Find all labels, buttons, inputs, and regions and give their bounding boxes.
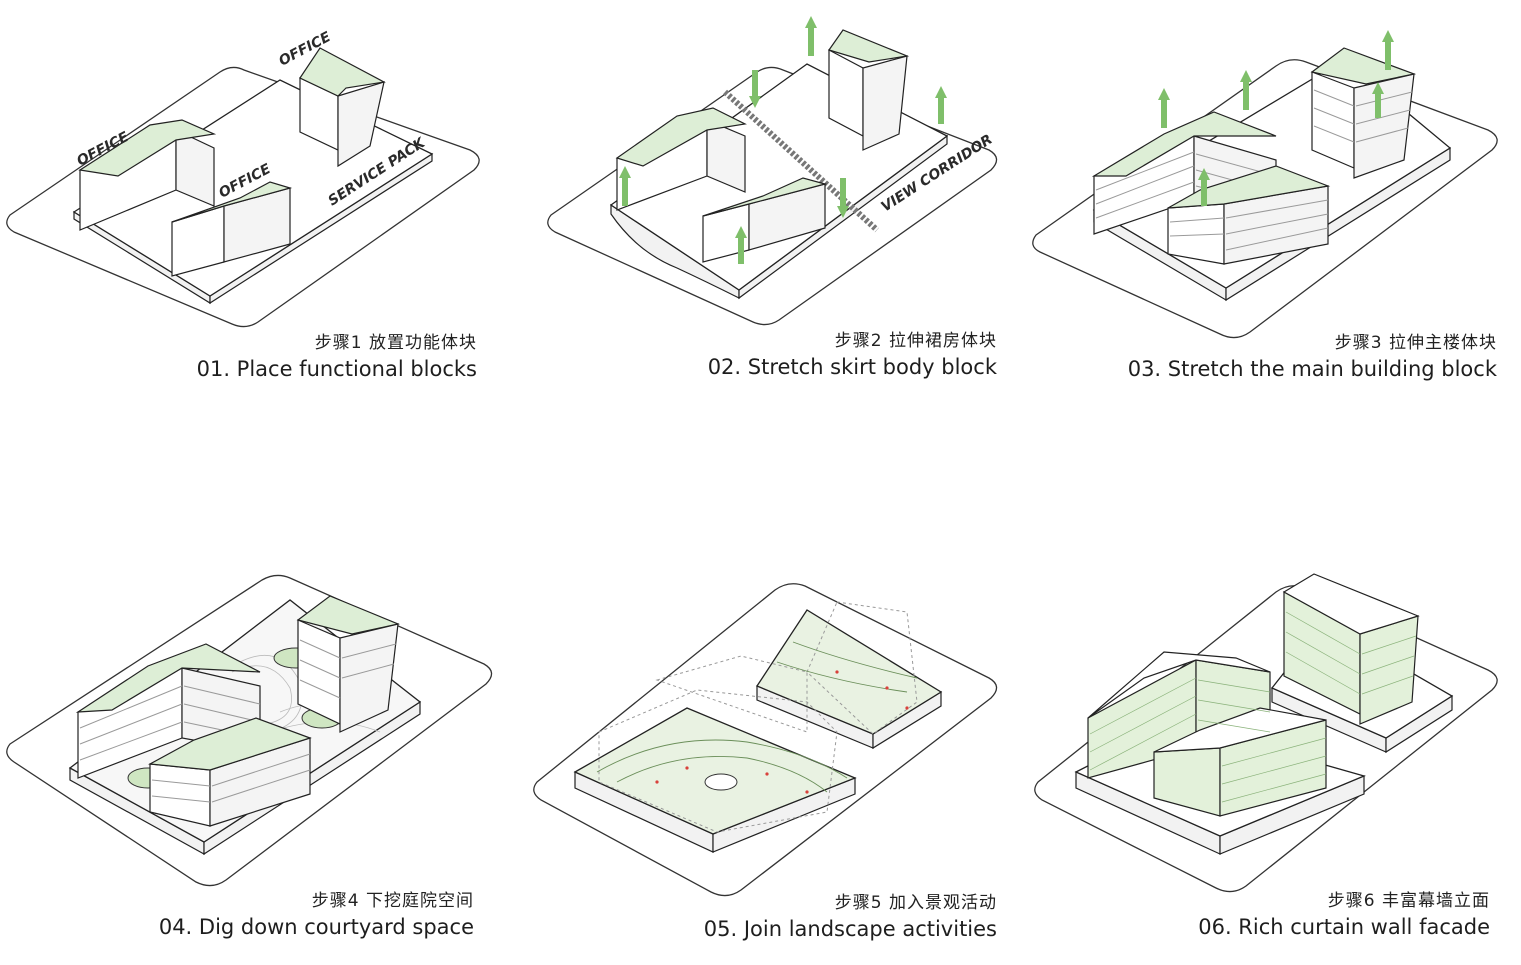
step-5-caption: 步骤5 加入景观活动 05. Join landscape activities (704, 892, 997, 944)
caption-en: 03. Stretch the main building block (1127, 357, 1497, 381)
up-arrows (619, 16, 947, 264)
step-3-diagram (1032, 30, 1498, 339)
caption-cn: 步骤6 丰富幕墙立面 (1327, 891, 1490, 911)
caption-cn: 步骤2 拉伸裙房体块 (834, 331, 997, 351)
step-2-diagram: VIEW CORRIDOR (547, 16, 998, 326)
step-4-diagram (6, 574, 493, 887)
caption-cn: 步骤1 放置功能体块 (314, 333, 477, 353)
caption-en: 01. Place functional blocks (196, 357, 477, 381)
office-roof (78, 119, 217, 177)
step-6-diagram (1034, 573, 1498, 893)
step-4-caption: 步骤4 下挖庭院空间 04. Dig down courtyard space (159, 890, 474, 942)
step-1-diagram: OFFICE OFFICE OFFICE SERVICE PACK (6, 29, 480, 328)
caption-en: 05. Join landscape activities (703, 917, 997, 941)
step-4-panel: 步骤4 下挖庭院空间 04. Dig down courtyard space (0, 482, 507, 964)
step-6-caption: 步骤6 丰富幕墙立面 06. Rich curtain wall facade (1198, 890, 1490, 942)
down-arrows (749, 70, 849, 218)
up-arrows (1158, 30, 1394, 206)
step-6-panel: 步骤6 丰富幕墙立面 06. Rich curtain wall facade (1014, 482, 1521, 964)
caption-en: 02. Stretch skirt body block (707, 355, 997, 379)
step-3-panel: 步骤3 拉伸主楼体块 03. Stretch the main building… (1014, 0, 1521, 482)
step-1-panel: OFFICE OFFICE OFFICE SERVICE PACK 步骤1 放置… (0, 0, 507, 482)
caption-en: 04. Dig down courtyard space (158, 915, 474, 939)
step-3-caption: 步骤3 拉伸主楼体块 03. Stretch the main building… (1128, 332, 1497, 384)
step-2-panel: VIEW CORRIDOR 步骤2 拉伸裙房体块 02. Stretch ski… (507, 0, 1014, 482)
facade-grid (1089, 611, 1417, 803)
step-1-caption: 步骤1 放置功能体块 01. Place functional blocks (197, 332, 477, 384)
step-2-caption: 步骤2 拉伸裙房体块 02. Stretch skirt body block (708, 330, 997, 382)
caption-en: 06. Rich curtain wall facade (1198, 915, 1490, 939)
activity-dots (655, 670, 909, 794)
ghost-massing (598, 601, 918, 833)
caption-cn: 步骤5 加入景观活动 (834, 893, 997, 913)
step-5-diagram (533, 583, 998, 897)
view-corridor (722, 89, 880, 233)
caption-cn: 步骤4 下挖庭院空间 (311, 891, 474, 911)
caption-cn: 步骤3 拉伸主楼体块 (1334, 333, 1497, 353)
step-5-panel: 步骤5 加入景观活动 05. Join landscape activities (507, 482, 1014, 964)
landscape-paths (596, 641, 918, 793)
